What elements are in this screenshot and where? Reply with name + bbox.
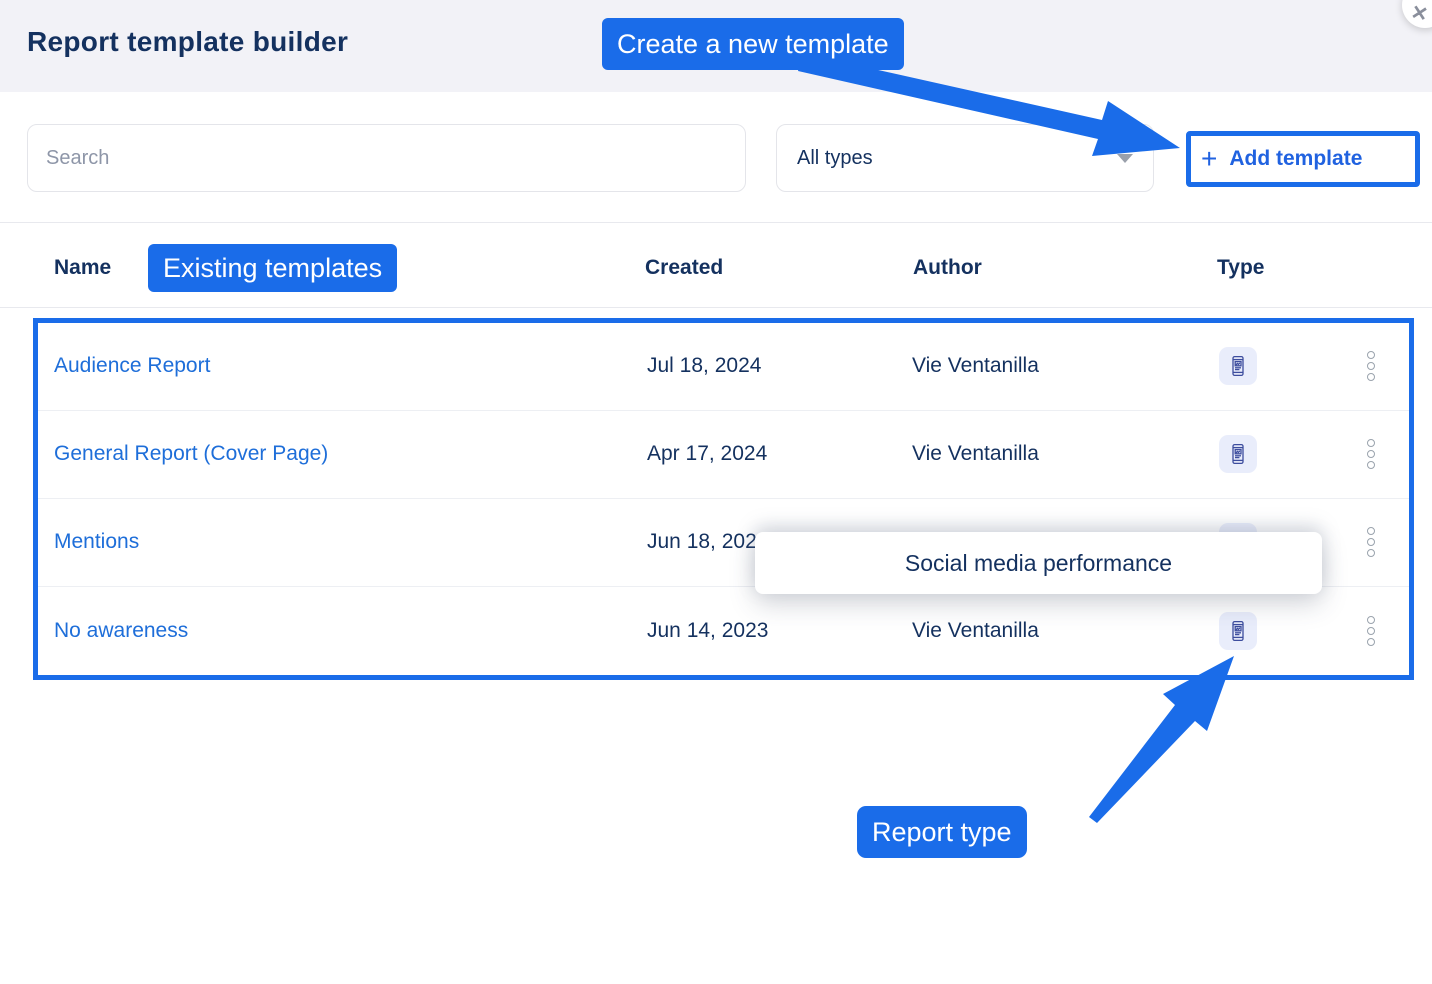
- created-date: Apr 17, 2024: [647, 442, 768, 466]
- created-date: Jun 14, 2023: [647, 618, 769, 642]
- type-filter-dropdown[interactable]: All types: [776, 124, 1154, 192]
- template-name-link[interactable]: General Report (Cover Page): [54, 442, 329, 466]
- table-header: Name Created Author Type: [0, 240, 1432, 307]
- column-header-name: Name: [54, 256, 112, 279]
- row-menu-kebab-icon[interactable]: [1360, 609, 1382, 653]
- close-button[interactable]: ✕: [1402, 0, 1432, 28]
- column-header-created: Created: [645, 256, 724, 279]
- toolbar-divider: [0, 222, 1432, 223]
- column-header-author: Author: [913, 256, 982, 279]
- annotation-box-existing-templates: Audience Report Jul 18, 2024 Vie Ventani…: [33, 318, 1414, 680]
- template-name-link[interactable]: Mentions: [54, 530, 140, 554]
- table-row: General Report (Cover Page) Apr 17, 2024…: [38, 410, 1409, 499]
- table-header-divider: [0, 307, 1432, 308]
- close-icon: ✕: [1408, 0, 1430, 26]
- plus-icon: +: [1201, 143, 1218, 174]
- annotation-create-new-template: Create a new template: [602, 18, 904, 70]
- table-row: No awareness Jun 14, 2023 Vie Ventanilla: [38, 586, 1409, 675]
- annotation-report-type: Report type: [857, 806, 1027, 858]
- type-filter-value: All types: [797, 146, 873, 169]
- row-menu-kebab-icon[interactable]: [1360, 432, 1382, 476]
- column-header-type: Type: [1217, 256, 1265, 279]
- created-date: Jul 18, 2024: [647, 354, 762, 378]
- author-name: Vie Ventanilla: [912, 442, 1039, 466]
- page-title: Report template builder: [27, 26, 349, 57]
- arrow-to-type-icon: [1089, 656, 1234, 823]
- row-menu-kebab-icon[interactable]: [1360, 520, 1382, 564]
- annotation-existing-templates: Existing templates: [148, 244, 398, 292]
- table-row: Audience Report Jul 18, 2024 Vie Ventani…: [38, 323, 1409, 411]
- row-menu-kebab-icon[interactable]: [1360, 344, 1382, 388]
- search-box: [27, 124, 746, 192]
- add-template-label: Add template: [1229, 147, 1363, 170]
- annotation-box-add-template: + Add template: [1186, 131, 1420, 187]
- social-media-report-type-icon[interactable]: [1219, 435, 1257, 474]
- template-name-link[interactable]: No awareness: [54, 618, 189, 642]
- social-media-report-type-icon[interactable]: [1219, 347, 1257, 386]
- template-name-link[interactable]: Audience Report: [54, 354, 211, 378]
- chevron-down-icon: [1117, 153, 1133, 163]
- add-template-button[interactable]: + Add template: [1191, 145, 1415, 173]
- author-name: Vie Ventanilla: [912, 354, 1039, 378]
- social-media-report-type-icon[interactable]: [1219, 611, 1257, 650]
- author-name: Vie Ventanilla: [912, 618, 1039, 642]
- search-input[interactable]: [28, 125, 745, 191]
- report-type-tooltip: Social media performance: [755, 532, 1322, 594]
- page-header: Report template builder ✕: [0, 0, 1432, 92]
- created-date: Jun 18, 2024: [647, 530, 769, 554]
